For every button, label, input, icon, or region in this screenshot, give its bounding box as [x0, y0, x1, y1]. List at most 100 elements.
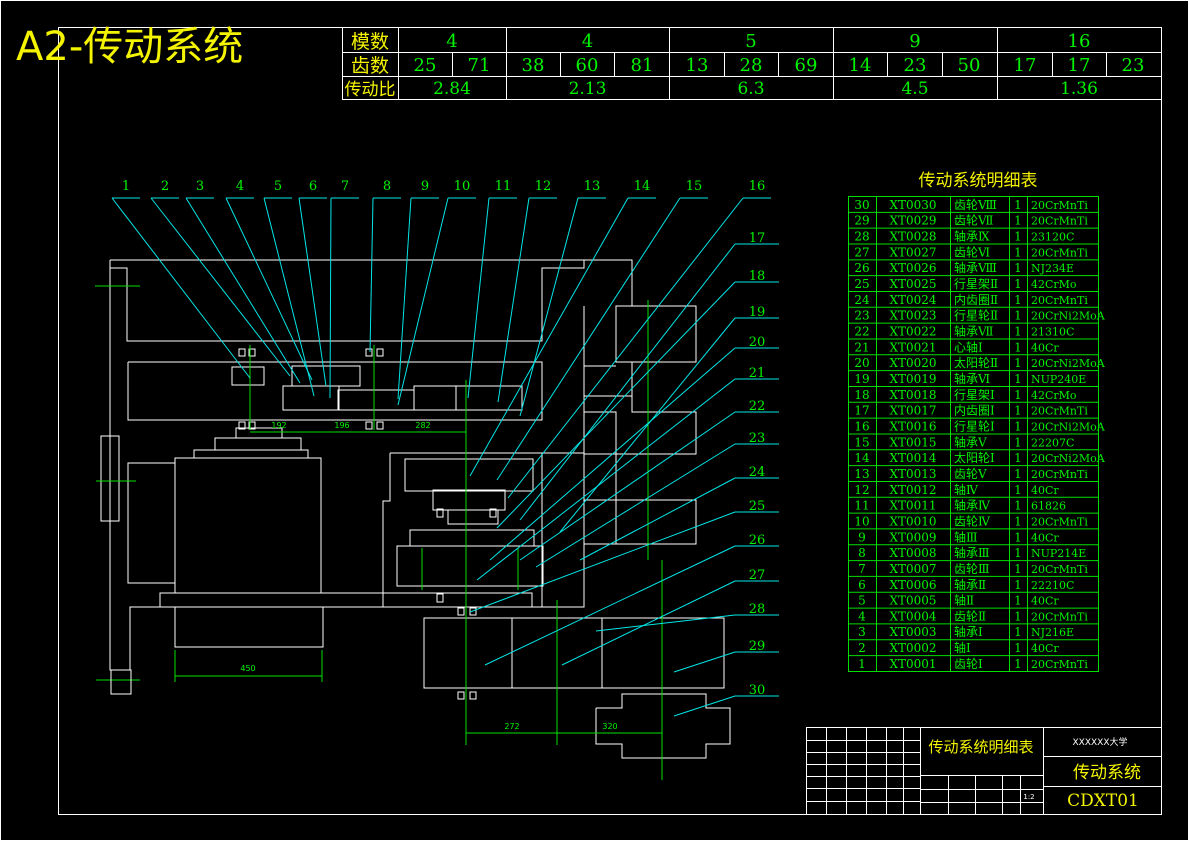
- parts-list-cell: 轴承Ⅸ: [954, 228, 990, 243]
- callout-number: 22: [749, 399, 766, 414]
- parts-list-cell: 3: [858, 625, 866, 639]
- gear-ratio-value: 4.5: [901, 79, 928, 99]
- callout-leader: [595, 614, 736, 632]
- parts-list-cell: XT0022: [889, 324, 936, 338]
- parts-list-cell: 轴承Ⅳ: [954, 498, 991, 513]
- parts-list-cell: 16: [854, 419, 869, 433]
- callout-leader: [185, 197, 301, 384]
- callout-number: 25: [749, 499, 766, 514]
- parts-list-cell: 1: [1014, 277, 1022, 291]
- parts-list-cell: XT0001: [889, 657, 936, 671]
- title-block: 传动系统明细表 XXXXXX大学 传动系统 CDXT01 1:2: [806, 727, 1162, 815]
- parts-list-cell: XT0002: [889, 641, 936, 655]
- parts-list-cell: 1: [1014, 499, 1022, 513]
- parts-list-cell: 轴承Ⅰ: [954, 624, 983, 639]
- callout-number: 17: [749, 231, 766, 246]
- parts-list-cell: 内齿圈Ⅱ: [954, 293, 998, 307]
- parts-list-cell: 1: [1014, 578, 1022, 592]
- parts-list-cell: NUP240E: [1031, 373, 1086, 386]
- parts-list-cell: 1: [1014, 451, 1022, 465]
- callout-number: 1: [122, 179, 130, 194]
- parts-list-cell: 1: [1014, 340, 1022, 354]
- parts-list-cell: NJ234E: [1031, 262, 1074, 275]
- parts-list-cell: 轴承Ⅱ: [954, 577, 986, 592]
- parts-list-cell: 22210C: [1031, 579, 1074, 592]
- gear-teeth-value: 23: [1122, 55, 1145, 76]
- gear-teeth-value: 71: [468, 55, 491, 76]
- gear-module-value: 4: [582, 31, 593, 52]
- parts-list-cell: 20CrMnTi: [1031, 610, 1088, 623]
- callout-leader: [519, 197, 579, 417]
- parts-list-cell: 1: [1014, 388, 1022, 402]
- callout-number: 18: [749, 269, 766, 284]
- callout-number: 11: [495, 179, 512, 194]
- parts-list-cell: 20CrNi2MoA: [1031, 357, 1106, 370]
- callout-number: 15: [686, 179, 703, 194]
- parts-list-cell: 1: [1014, 293, 1022, 307]
- parts-list-cell: 11: [854, 499, 869, 513]
- dim-450: 450: [240, 664, 255, 673]
- parts-list-cell: XT0018: [889, 388, 936, 402]
- parts-list-cell: 24: [854, 293, 870, 307]
- callout-leader: [469, 197, 629, 477]
- parts-list-cell: 42CrMo: [1031, 278, 1077, 291]
- callout-number: 16: [749, 179, 766, 194]
- parts-list-cell: 行星架Ⅰ: [954, 388, 995, 402]
- parts-list-cell: 20CrNi2MoA: [1031, 310, 1106, 323]
- parts-list-cell: 30: [854, 198, 869, 212]
- parts-list-cell: 40Cr: [1031, 642, 1059, 655]
- gear-teeth-value: 13: [686, 55, 709, 76]
- gear-module-value: 5: [745, 31, 756, 52]
- parts-list-cell: XT0006: [889, 578, 936, 592]
- callout-number: 21: [749, 366, 766, 381]
- parts-list-cell: 25: [854, 277, 869, 291]
- parts-list-cell: 轴Ⅰ: [954, 640, 971, 655]
- callout-leader: [397, 197, 412, 400]
- parts-list-cell: XT0021: [889, 340, 936, 354]
- parts-list-cell: 26: [854, 261, 869, 275]
- gear-teeth-value: 28: [740, 55, 763, 76]
- parts-list-cell: 1: [1014, 657, 1022, 671]
- parts-list-cell: 齿轮Ⅳ: [954, 514, 991, 528]
- parts-list-cell: 1: [1014, 309, 1022, 323]
- parts-list-cell: 1: [1014, 356, 1022, 370]
- parts-list-cell: 心轴Ⅰ: [954, 339, 983, 354]
- title-block-school: XXXXXX大学: [1073, 736, 1128, 748]
- parts-list-cell: 1: [1014, 229, 1022, 243]
- parts-list-cell: XT0004: [889, 609, 936, 623]
- parts-list-cell: XT0009: [889, 530, 936, 544]
- parts-list-cell: 20CrNi2MoA: [1031, 420, 1106, 433]
- parts-list-cell: 61826: [1031, 500, 1066, 513]
- callout-leader: [467, 197, 490, 399]
- parts-list-cell: 行星架Ⅱ: [954, 277, 998, 291]
- gear-teeth-value: 50: [958, 55, 981, 76]
- parts-list-cell: 内齿圈Ⅰ: [954, 404, 995, 418]
- parts-list-cell: 22207C: [1031, 436, 1074, 449]
- callout-leader: [496, 197, 681, 481]
- parts-list-cell: 42CrMo: [1031, 389, 1077, 402]
- callout-number: 4: [236, 179, 244, 194]
- gear-ratio-value: 2.13: [569, 79, 607, 99]
- callout-number: 7: [341, 179, 349, 194]
- parts-list-cell: XT0019: [889, 372, 936, 386]
- parts-list-cell: XT0030: [889, 198, 936, 212]
- gear-teeth-value: 38: [522, 55, 545, 76]
- parts-list-cell: 齿轮Ⅶ: [954, 214, 994, 228]
- gear-ratio-value: 1.36: [1060, 79, 1098, 99]
- parts-list-cell: XT0017: [889, 404, 936, 418]
- parts-list-cell: 齿轮Ⅱ: [954, 609, 986, 623]
- callout-leader: [559, 317, 736, 533]
- parts-list-cell: 1: [1014, 467, 1022, 481]
- parts-list-cell: 22: [854, 324, 869, 338]
- inner-frame: [58, 27, 1162, 815]
- title-block-code: CDXT01: [1067, 791, 1139, 811]
- parts-list-cell: XT0016: [889, 419, 936, 433]
- parts-list-cell: XT0020: [889, 356, 936, 370]
- callout-number: 26: [749, 533, 766, 548]
- parts-list-cell: 1: [1014, 483, 1022, 497]
- parts-list-cell: 1: [1014, 324, 1022, 338]
- gear-teeth-value: 60: [576, 55, 599, 76]
- parts-list-cell: 40Cr: [1031, 595, 1059, 608]
- drawing-title: A2-传动系统: [16, 24, 243, 70]
